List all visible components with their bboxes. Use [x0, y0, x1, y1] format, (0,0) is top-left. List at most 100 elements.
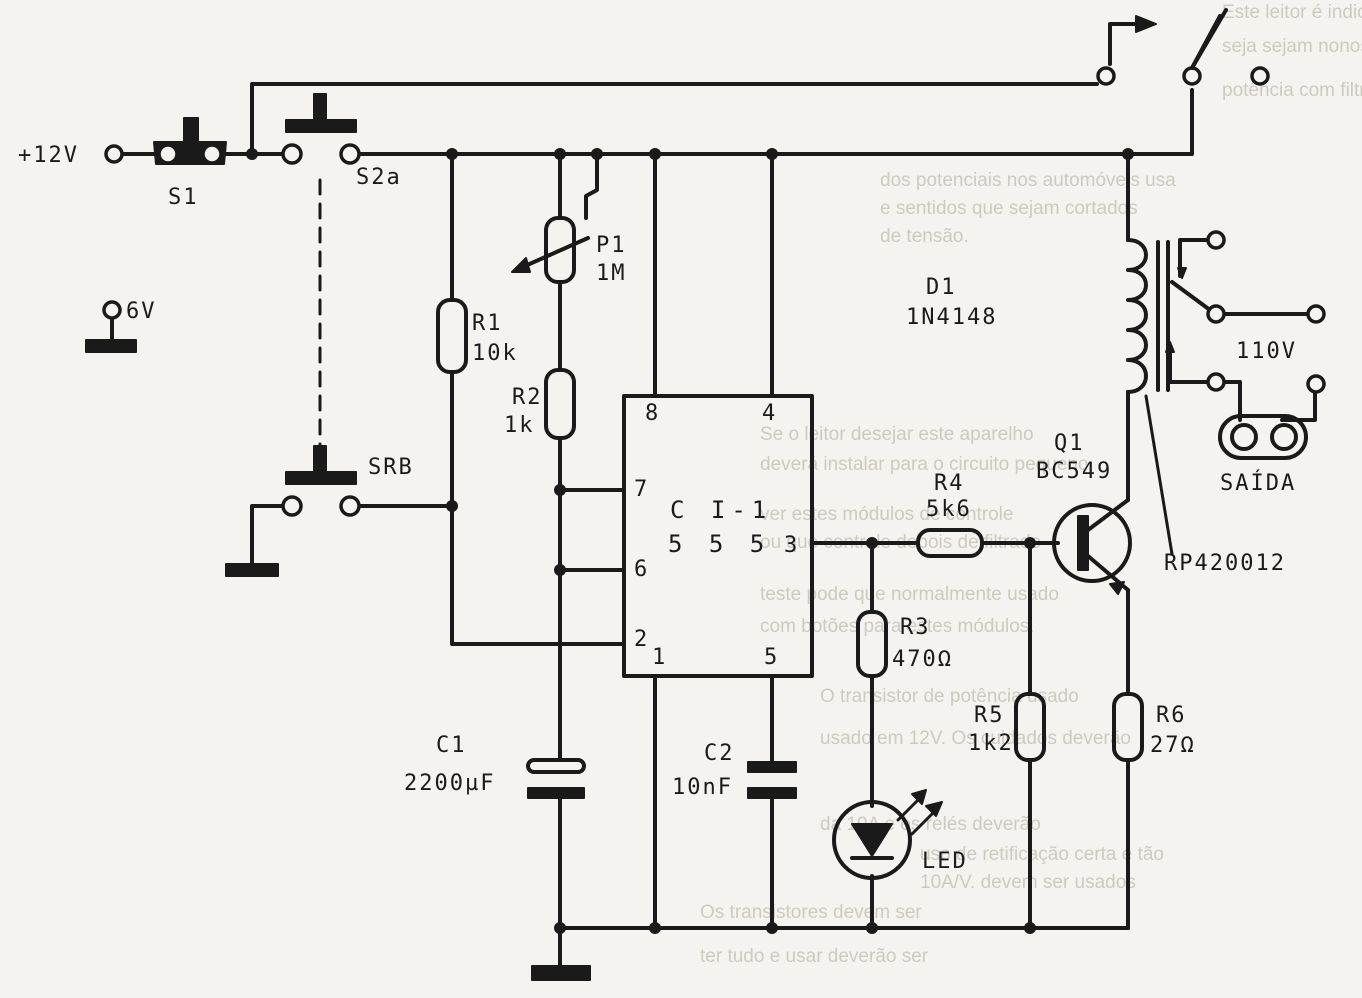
relay-label: RP420012: [1164, 551, 1286, 576]
junction-dot: [554, 148, 566, 160]
p1-name: P1: [596, 233, 627, 258]
ref-6v-label: 6V: [126, 299, 157, 324]
r6-value: 27Ω: [1150, 733, 1196, 758]
r3-name: R3: [900, 615, 931, 640]
c2-value: 10nF: [672, 775, 733, 800]
q1-name: Q1: [1054, 431, 1085, 456]
bg-line: ter tudo e usar deverão ser: [700, 946, 929, 967]
junction-dot: [766, 922, 778, 934]
junction-dot: [866, 537, 878, 549]
ic-pin-6: 6: [634, 557, 649, 582]
bg-line: Se o leitor desejar este aparelho: [760, 424, 1034, 445]
relay-output-switch: [1096, 8, 1270, 86]
junction-dot: [1024, 922, 1036, 934]
resistor-r6: R6 27Ω: [1112, 692, 1196, 762]
r4-name: R4: [934, 471, 965, 496]
ground-symbol: [85, 339, 137, 353]
bg-line: com botões para estes módulos.: [760, 616, 1035, 637]
junctions: [246, 148, 1134, 934]
r4-value: 5k6: [926, 497, 972, 522]
bg-line: O transistor de potência usado: [820, 686, 1079, 707]
r5-value: 1k2: [968, 731, 1014, 756]
q1-value: BC549: [1036, 459, 1112, 484]
potentiometer-p1: P1 1M: [511, 216, 627, 286]
reference-6v: 6V: [85, 299, 157, 353]
capacitor-c1: C1 2200µF: [404, 733, 591, 981]
switch-srb: SRB: [225, 445, 414, 577]
srb-label: SRB: [368, 455, 414, 480]
bg-line: usado em 12V. Os cuidados deverão: [820, 728, 1131, 749]
resistor-r5: R5 1k2: [968, 692, 1046, 762]
ic-pin-8: 8: [645, 401, 660, 426]
ic-pin-4: 4: [762, 401, 777, 426]
d1-name: D1: [926, 275, 957, 300]
bg-line: Os transistores devem ser: [700, 902, 922, 923]
p1-value: 1M: [596, 261, 627, 286]
outlet-label: SAÍDA: [1220, 470, 1296, 496]
junction-dot: [1024, 537, 1036, 549]
junction-dot: [649, 922, 661, 934]
r1-name: R1: [472, 311, 503, 336]
ground-symbol: [225, 563, 279, 577]
junction-dot: [554, 484, 566, 496]
r1-value: 10k: [472, 341, 518, 366]
ic-pin-5: 5: [764, 645, 779, 670]
junction-dot: [866, 922, 878, 934]
d1-value: 1N4148: [906, 305, 997, 330]
bg-line: potência com filtros ou instalações: [1222, 80, 1362, 101]
bg-line: uso de retificação certa e tão: [920, 844, 1164, 865]
r2-name: R2: [512, 385, 543, 410]
resistor-r4: R4 5k6: [916, 471, 984, 558]
r3-value: 470Ω: [892, 647, 953, 672]
bg-line: dos potenciais nos automóveis usa: [880, 170, 1176, 191]
s1-label: S1: [168, 185, 199, 210]
c2-name: C2: [704, 741, 735, 766]
c1-name: C1: [436, 733, 467, 758]
ic-pin-2: 2: [634, 627, 649, 652]
resistor-r2: R2 1k: [504, 368, 576, 440]
transistor-q1: Q1 BC549: [1036, 431, 1132, 595]
supply-terminal: [104, 144, 124, 164]
wires: [110, 14, 1317, 968]
ic-name: C I-1: [670, 496, 772, 524]
junction-dot: [1122, 148, 1134, 160]
led: LED: [832, 789, 966, 880]
junction-dot: [591, 148, 603, 160]
bg-line: seja sejam nonos acessórios de alta: [1222, 36, 1362, 57]
junction-dot: [446, 500, 458, 512]
ic-pin-1: 1: [652, 645, 667, 670]
bg-line: de tensão.: [880, 226, 969, 247]
ground-symbol: [531, 965, 591, 981]
relay-rp420012: RP420012: [1126, 230, 1326, 576]
resistor-r1: R1 10k: [436, 298, 518, 374]
junction-dot: [554, 564, 566, 576]
s2a-label: S2a: [356, 165, 402, 190]
junction-dot: [554, 922, 566, 934]
diode-d1: D1 1N4148: [906, 275, 997, 330]
ic-type: 5 5 5: [668, 530, 770, 558]
mains-outlet: 110V SAÍDA: [1218, 339, 1308, 496]
r2-value: 1k: [504, 413, 535, 438]
supply-input: +12V: [18, 143, 124, 168]
c1-value: 2200µF: [404, 771, 495, 796]
bg-line: 10A/V. devem ser usados: [920, 872, 1136, 893]
r5-name: R5: [974, 703, 1005, 728]
junction-dot: [446, 148, 458, 160]
junction-dot: [766, 148, 778, 160]
bg-line: Este leitor é indicado para quem de-: [1222, 2, 1362, 23]
ic-pin-3: 3: [784, 533, 799, 558]
bg-line: teste pode que normalmente usado: [760, 584, 1059, 605]
ic-555: 8 4 7 6 2 1 5 3 C I-1 5 5 5: [622, 394, 814, 678]
bg-line: ver estes módulos de controle: [760, 504, 1013, 525]
ic-pin-7: 7: [634, 477, 649, 502]
switch-s1: S1: [153, 117, 227, 210]
junction-dot: [649, 148, 661, 160]
mains-label: 110V: [1236, 339, 1297, 364]
resistor-r3: R3 470Ω: [856, 610, 953, 678]
supply-label: +12V: [18, 143, 79, 168]
r6-name: R6: [1156, 703, 1187, 728]
junction-dot: [246, 148, 258, 160]
capacitor-c2: C2 10nF: [672, 741, 797, 800]
switch-s2a: S2a: [281, 93, 402, 190]
